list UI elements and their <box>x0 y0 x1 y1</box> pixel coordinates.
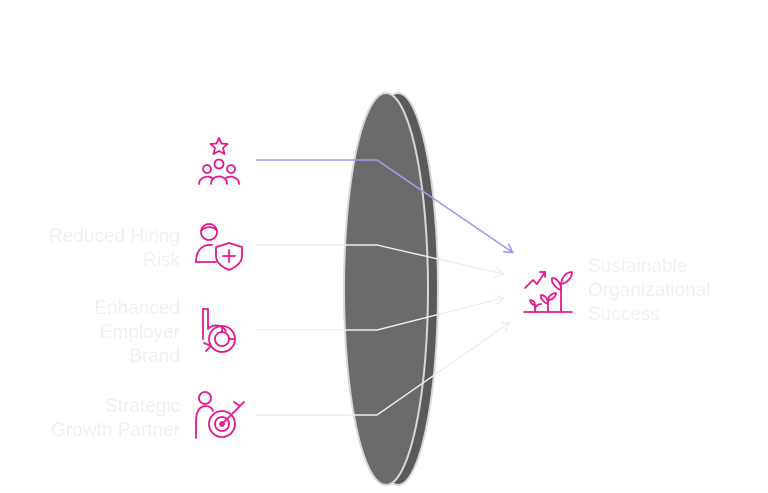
input-label-3: Enhanced Employer Brand <box>94 298 180 367</box>
input-label-2: Reduced Hiring Risk <box>49 226 180 271</box>
connector-1 <box>256 159 512 252</box>
person-shield-plus-icon <box>195 223 243 271</box>
growth-plants-icon <box>523 271 573 313</box>
person-target-icon <box>195 391 245 439</box>
output-label: Sustainable Organizational Success <box>588 256 711 325</box>
input-label-4: Strategic Growth Partner <box>51 396 180 441</box>
connector-4 <box>256 323 509 416</box>
connector-2 <box>256 244 503 274</box>
brand-b-icon <box>202 308 236 353</box>
lens <box>343 92 439 486</box>
connector-3 <box>256 298 503 331</box>
team-star-icon <box>198 137 240 185</box>
